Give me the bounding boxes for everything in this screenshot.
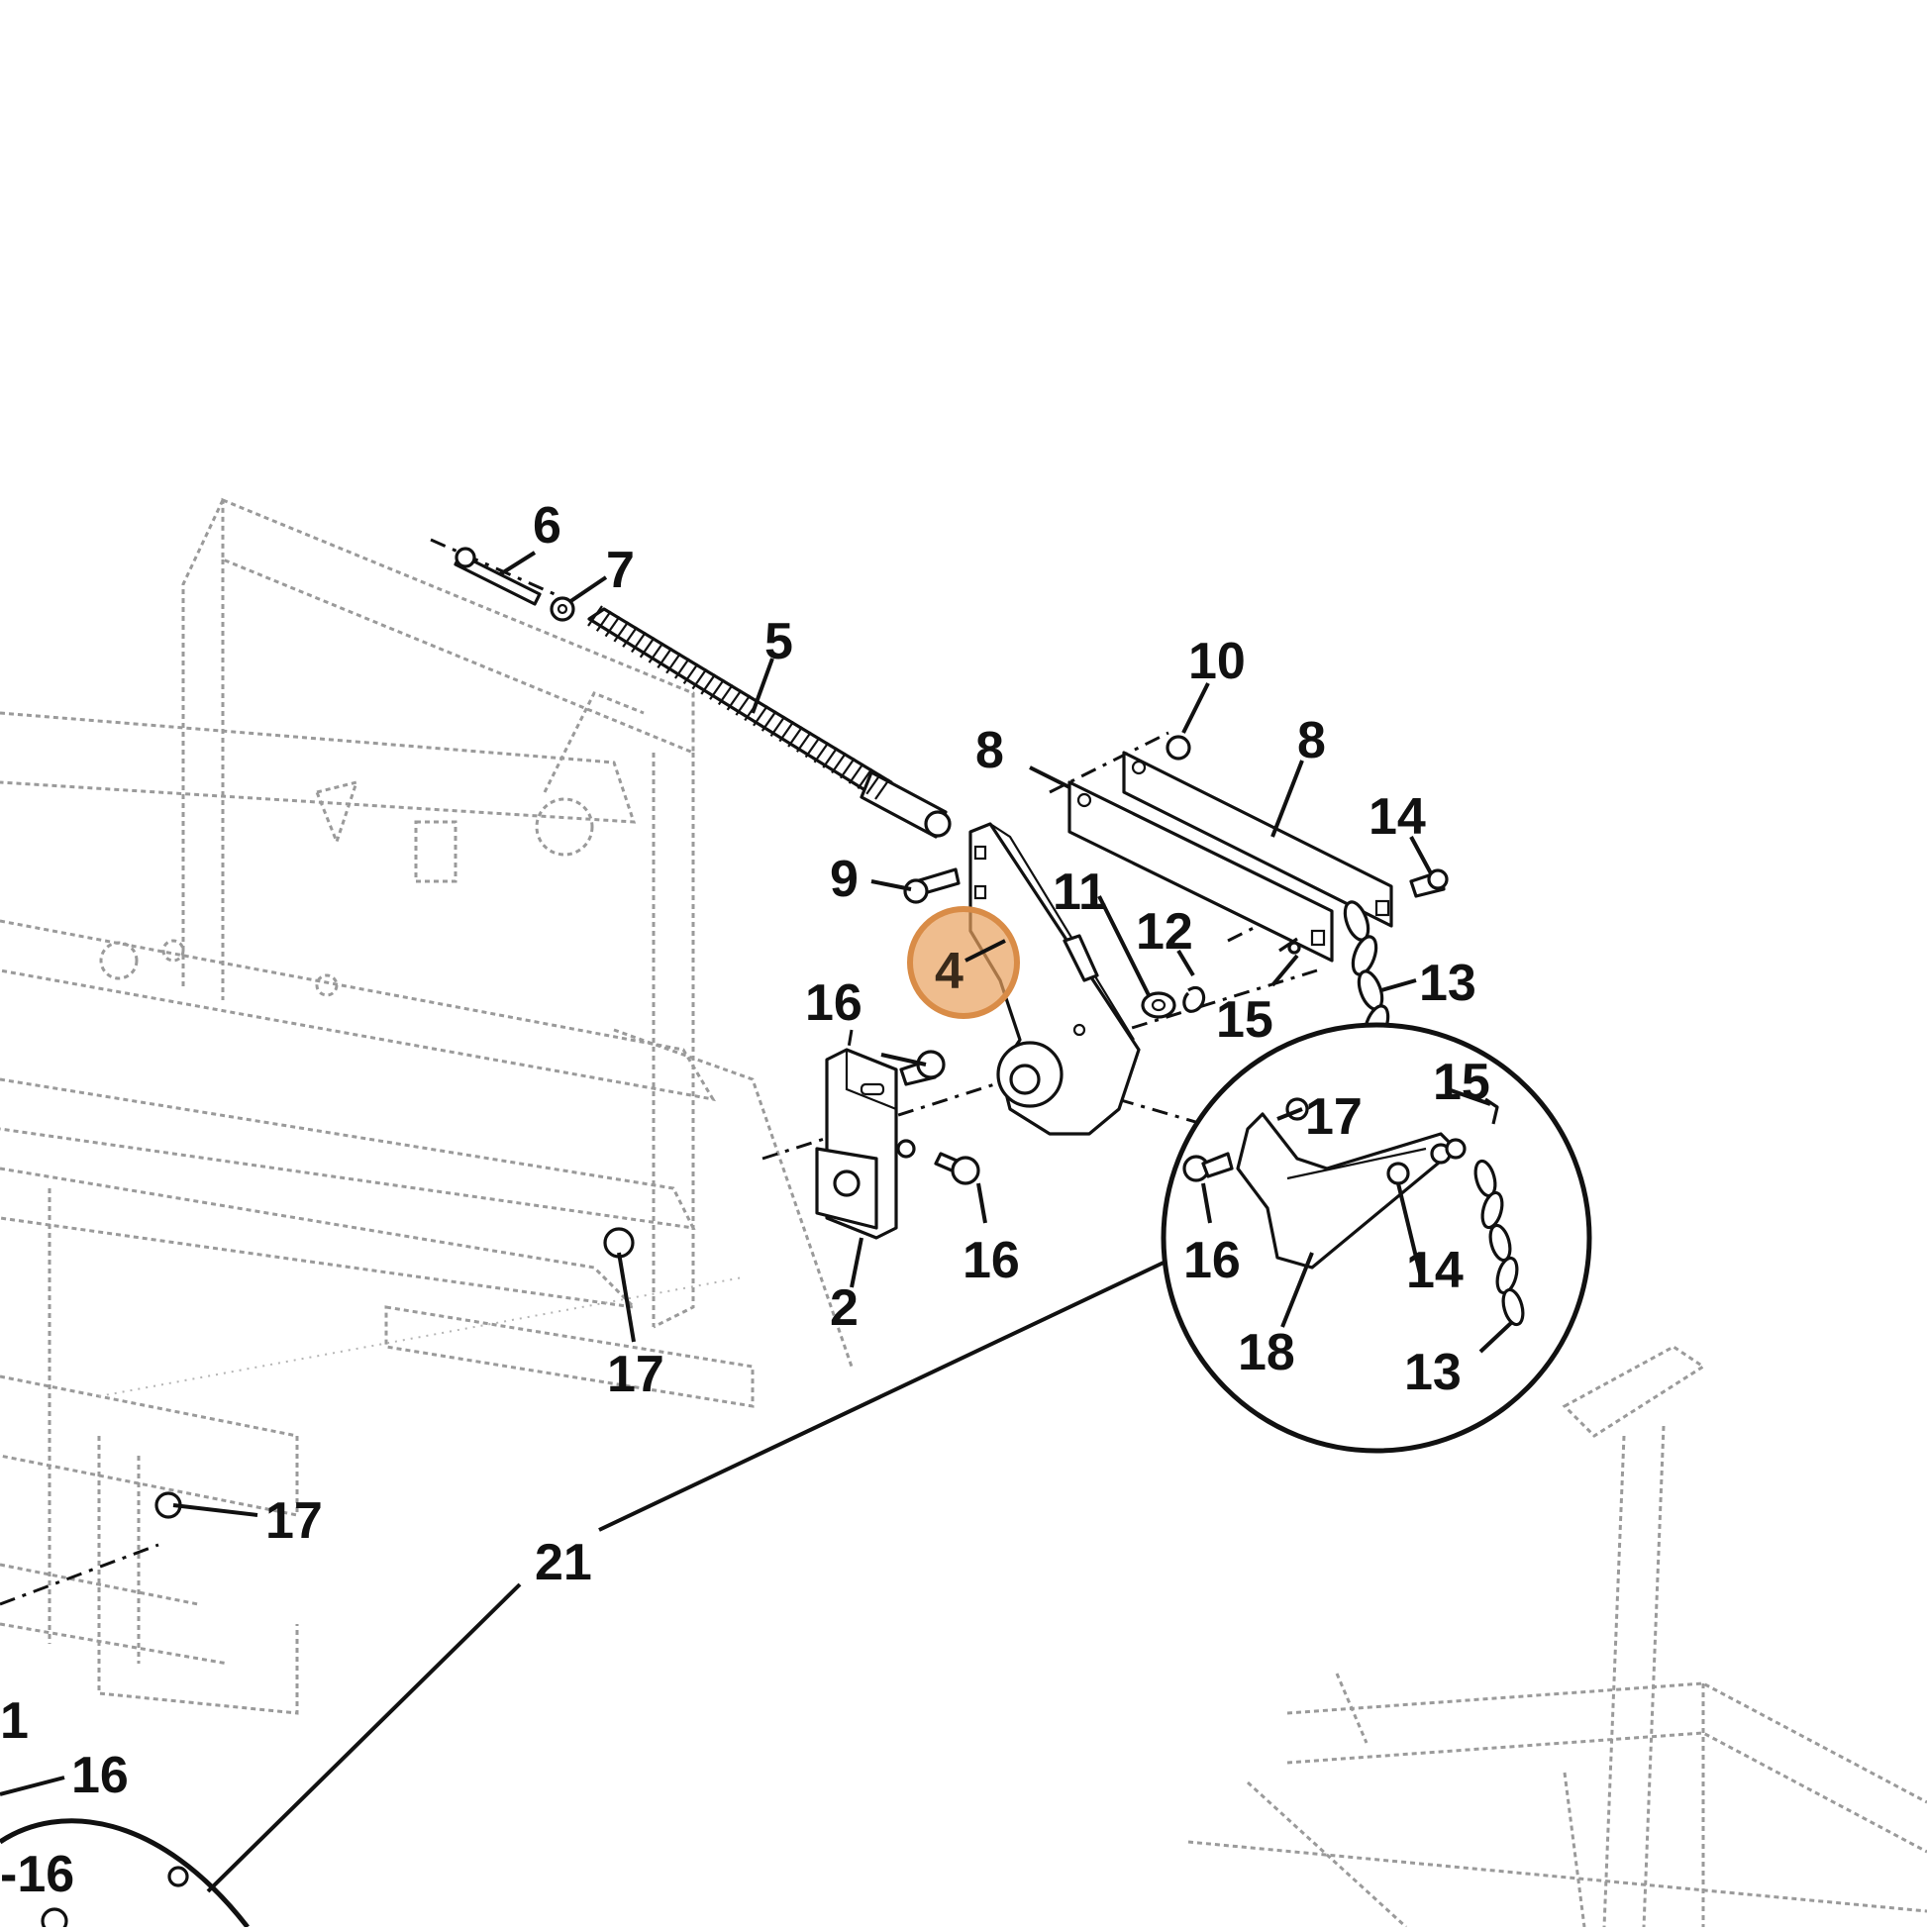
callout-13b: 13 bbox=[1404, 1344, 1462, 1401]
spring-coil bbox=[622, 626, 639, 648]
spring-coil bbox=[796, 731, 812, 753]
callout-16d: 16 bbox=[71, 1747, 129, 1804]
nut-part-7 bbox=[550, 596, 575, 622]
spring-coil bbox=[813, 742, 830, 763]
spring-coil bbox=[595, 610, 612, 632]
spring-coil bbox=[839, 758, 856, 779]
detail-view-circle bbox=[1161, 1022, 1592, 1454]
spring-coil bbox=[848, 763, 864, 784]
callout-9: 9 bbox=[830, 851, 859, 908]
spring-coil bbox=[665, 653, 681, 674]
spring-coil bbox=[753, 705, 768, 727]
bolt-part-16-lower bbox=[934, 1152, 980, 1185]
callout-14a: 14 bbox=[1369, 788, 1426, 846]
spring-coil bbox=[613, 621, 630, 643]
callout-21: 21 bbox=[535, 1534, 592, 1591]
bolt-part-16-upper bbox=[899, 1050, 946, 1086]
bracket-part-2 bbox=[815, 1048, 916, 1240]
callout-17a: 17 bbox=[1305, 1088, 1363, 1146]
clip-part-12 bbox=[1182, 986, 1206, 1013]
callout-16a: 16 bbox=[805, 974, 862, 1032]
spring-coil bbox=[804, 736, 821, 759]
callout-8b: 8 bbox=[1297, 712, 1326, 769]
spring-coil bbox=[631, 631, 647, 654]
callout-16b: 16 bbox=[963, 1232, 1020, 1289]
link-part-8a bbox=[1067, 780, 1334, 963]
spring-coil bbox=[587, 605, 603, 627]
callout-15a: 15 bbox=[1216, 991, 1273, 1049]
spring-coil bbox=[691, 668, 708, 690]
bolt-part-6 bbox=[454, 547, 542, 606]
spring-coil bbox=[822, 747, 839, 768]
callout-2: 2 bbox=[830, 1279, 859, 1337]
ghost-frame-left bbox=[0, 497, 854, 1715]
callout-13a: 13 bbox=[1419, 955, 1476, 1012]
spring-coil bbox=[717, 683, 734, 706]
spring-coil bbox=[787, 726, 804, 748]
spring-coil bbox=[700, 673, 717, 695]
ghost-tractor-right bbox=[1187, 1345, 1927, 1929]
bolt-part-17-frame bbox=[603, 1227, 635, 1259]
callout-labels: 6 7 5 10 8 8 14 9 11 12 13 15 16 4 15 17… bbox=[0, 497, 1490, 1903]
spring-coil bbox=[648, 642, 664, 663]
callout-5: 5 bbox=[764, 613, 793, 670]
callout-6: 6 bbox=[533, 497, 561, 555]
spring-part-5 bbox=[587, 605, 952, 839]
spring-coil bbox=[865, 773, 882, 795]
callout-4: 4 bbox=[935, 943, 964, 1000]
spring-coil bbox=[761, 710, 777, 732]
callout-17c: 17 bbox=[265, 1492, 323, 1550]
callout-11: 11 bbox=[1053, 864, 1107, 921]
spring-coil bbox=[673, 658, 690, 679]
spring-coil bbox=[857, 767, 873, 790]
spring-coil bbox=[769, 715, 786, 737]
leader-line-4 bbox=[964, 939, 1006, 963]
bolt-part-9 bbox=[903, 867, 961, 904]
callout-8a: 8 bbox=[975, 722, 1004, 779]
callout-12: 12 bbox=[1136, 903, 1193, 961]
leader-lines bbox=[0, 551, 1514, 1893]
spring-coil bbox=[639, 637, 656, 659]
spring-coil bbox=[604, 615, 621, 638]
spring-coil bbox=[778, 721, 795, 743]
highlight-circle bbox=[907, 906, 1020, 1019]
callout-1: 1 bbox=[0, 1692, 29, 1750]
spring-coil bbox=[709, 678, 725, 700]
callout-14b: 14 bbox=[1406, 1242, 1464, 1299]
spring-coil bbox=[657, 647, 673, 669]
spring-coil bbox=[874, 778, 890, 800]
pin-part-15 bbox=[1278, 937, 1301, 955]
washer-part-11 bbox=[1141, 991, 1176, 1019]
callout-10: 10 bbox=[1188, 633, 1246, 690]
spring-coil bbox=[831, 752, 847, 774]
bolt-part-14 bbox=[1409, 868, 1449, 898]
link-part-8b bbox=[1122, 751, 1393, 928]
spring-coil bbox=[726, 689, 743, 711]
callout-15b: 15 bbox=[1433, 1054, 1490, 1111]
callout-18: 18 bbox=[1238, 1324, 1295, 1381]
callout-16c: 16 bbox=[1183, 1232, 1241, 1289]
callout-7: 7 bbox=[606, 542, 635, 599]
nut-part-10 bbox=[1166, 735, 1191, 761]
callout-17b: 17 bbox=[607, 1346, 664, 1403]
callout-16e: -16 bbox=[0, 1846, 74, 1903]
lever-arm-part-4 bbox=[968, 822, 1141, 1136]
spring-coil bbox=[682, 662, 699, 684]
spring-coil bbox=[735, 694, 752, 716]
